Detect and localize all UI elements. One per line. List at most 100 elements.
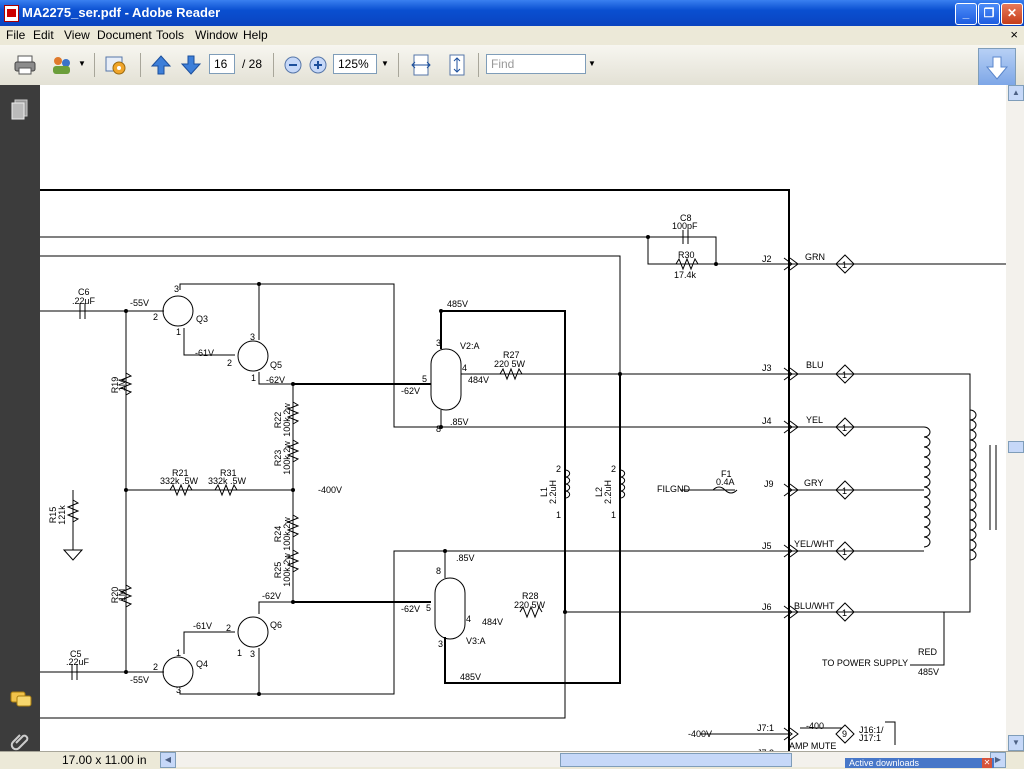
vertical-scroll-thumb[interactable]: [1008, 441, 1024, 453]
horizontal-scroll-thumb[interactable]: [560, 753, 792, 767]
label-j5: J5: [762, 541, 772, 551]
label-l1p1: 1: [556, 510, 561, 520]
label-f1: F1: [721, 469, 732, 479]
label-m400a: -400V: [318, 485, 342, 495]
menu-view[interactable]: View: [64, 28, 90, 42]
label-j71: J7:1: [757, 723, 774, 733]
label-l2v: 2.2uH: [603, 480, 613, 504]
label-j161: J16:1/: [859, 725, 884, 735]
menu-tools[interactable]: Tools: [156, 28, 185, 42]
scroll-down-icon[interactable]: ▼: [1008, 735, 1024, 751]
fit-width-icon[interactable]: [409, 53, 433, 77]
label-l2p1: 1: [611, 510, 616, 520]
collaborate-icon[interactable]: [50, 53, 74, 77]
chevron-down-icon[interactable]: ▼: [588, 59, 596, 68]
label-r30: R30: [678, 250, 695, 260]
minimize-button[interactable]: _: [955, 3, 977, 25]
menu-bar: File Edit View Document Tools Window Hel…: [0, 26, 1024, 45]
vertical-scrollbar[interactable]: ▲ ▼: [1006, 85, 1024, 751]
label-m62c: -62V: [262, 591, 281, 601]
pages-icon[interactable]: [10, 99, 30, 124]
menu-window[interactable]: Window: [195, 28, 238, 42]
label-j2: J2: [762, 254, 772, 264]
label-r27v: 220 5W: [494, 359, 526, 369]
next-page-icon[interactable]: [179, 53, 203, 77]
label-r24: R24: [273, 526, 283, 543]
label-n1c: 1: [842, 423, 847, 433]
close-icon[interactable]: ✕: [982, 758, 992, 768]
zoom-level-select[interactable]: 125%: [333, 54, 377, 74]
label-q4p2: 2: [153, 662, 158, 672]
fit-page-icon[interactable]: [445, 53, 469, 77]
label-q6p2: 2: [226, 623, 231, 633]
menu-help[interactable]: Help: [243, 28, 268, 42]
label-v3p4: 4: [466, 614, 471, 624]
label-q5p1: 1: [251, 373, 256, 383]
scroll-left-icon[interactable]: ◀: [160, 752, 176, 768]
title-bar[interactable]: MA2275_ser.pdf - Adobe Reader _ ❐ ✕: [0, 0, 1024, 26]
print-icon[interactable]: [13, 53, 37, 77]
label-yelwht: YEL/WHT: [794, 539, 835, 549]
label-n9: 9: [842, 729, 847, 739]
label-r25v: 100k 2w: [282, 553, 292, 587]
label-blu: BLU: [806, 360, 824, 370]
gear-icon[interactable]: [104, 53, 128, 77]
attachment-icon[interactable]: [10, 731, 30, 756]
zoom-in-icon[interactable]: [306, 53, 330, 77]
label-q3p3: 3: [174, 284, 179, 294]
label-v85b: .85V: [456, 553, 475, 563]
label-v2p3: 3: [436, 338, 441, 348]
menu-edit[interactable]: Edit: [33, 28, 54, 42]
maximize-button[interactable]: ❐: [978, 3, 1000, 25]
zoom-out-icon[interactable]: [281, 53, 305, 77]
label-r31v: 332k .5W: [208, 476, 247, 486]
previous-page-icon[interactable]: [149, 53, 173, 77]
collapse-toolbar-button[interactable]: [978, 48, 1016, 88]
label-l2: L2: [594, 487, 604, 497]
navigation-panel: [0, 85, 40, 751]
pdf-icon: [4, 5, 19, 22]
label-q5p3: 3: [250, 332, 255, 342]
label-v485c: 485V: [918, 667, 939, 677]
label-l1p: 2: [556, 464, 561, 474]
label-red: RED: [918, 647, 938, 657]
label-v484b: 484V: [482, 617, 503, 627]
chevron-down-icon[interactable]: ▼: [381, 59, 389, 68]
toolbar-divider: [398, 53, 399, 77]
menu-file[interactable]: File: [6, 28, 26, 42]
label-v2p4: 4: [462, 363, 467, 373]
label-c6v: .22uF: [72, 296, 96, 306]
label-tops: TO POWER SUPPLY: [822, 658, 908, 668]
comments-icon[interactable]: [10, 691, 32, 712]
label-r28v: 220 5W: [514, 600, 546, 610]
label-r15: R15: [48, 507, 58, 524]
label-m61a: -61V: [195, 348, 214, 358]
toolbar-divider: [273, 53, 274, 77]
label-v2p8: 8: [436, 424, 441, 434]
label-q6p3: 3: [250, 649, 255, 659]
find-input[interactable]: Find: [486, 54, 586, 74]
download-popup-text: Active downloads: [849, 758, 920, 768]
chevron-down-icon[interactable]: ▼: [78, 59, 86, 68]
close-button[interactable]: ✕: [1001, 3, 1023, 25]
label-v484a: 484V: [468, 375, 489, 385]
label-j3: J3: [762, 363, 772, 373]
label-j72: J7:2: [757, 748, 774, 751]
label-v3p8: 8: [436, 566, 441, 576]
label-r19v: 1M: [117, 379, 127, 392]
horizontal-scrollbar[interactable]: ◀ ▶: [160, 752, 1006, 768]
menu-document[interactable]: Document: [97, 28, 152, 42]
scroll-up-icon[interactable]: ▲: [1008, 85, 1024, 101]
label-r28: R28: [522, 591, 539, 601]
label-m61b: -61V: [193, 621, 212, 631]
label-n1b: 1: [842, 370, 847, 380]
download-popup[interactable]: Active downloads ✕: [845, 758, 994, 768]
label-r23: R23: [273, 450, 283, 467]
label-r21v: 332k .5W: [160, 476, 199, 486]
label-v2p5: 5: [422, 374, 427, 384]
page-number-input[interactable]: 16: [209, 54, 235, 74]
label-q6p1: 1: [237, 648, 242, 658]
close-document-icon[interactable]: ×: [1010, 27, 1018, 42]
